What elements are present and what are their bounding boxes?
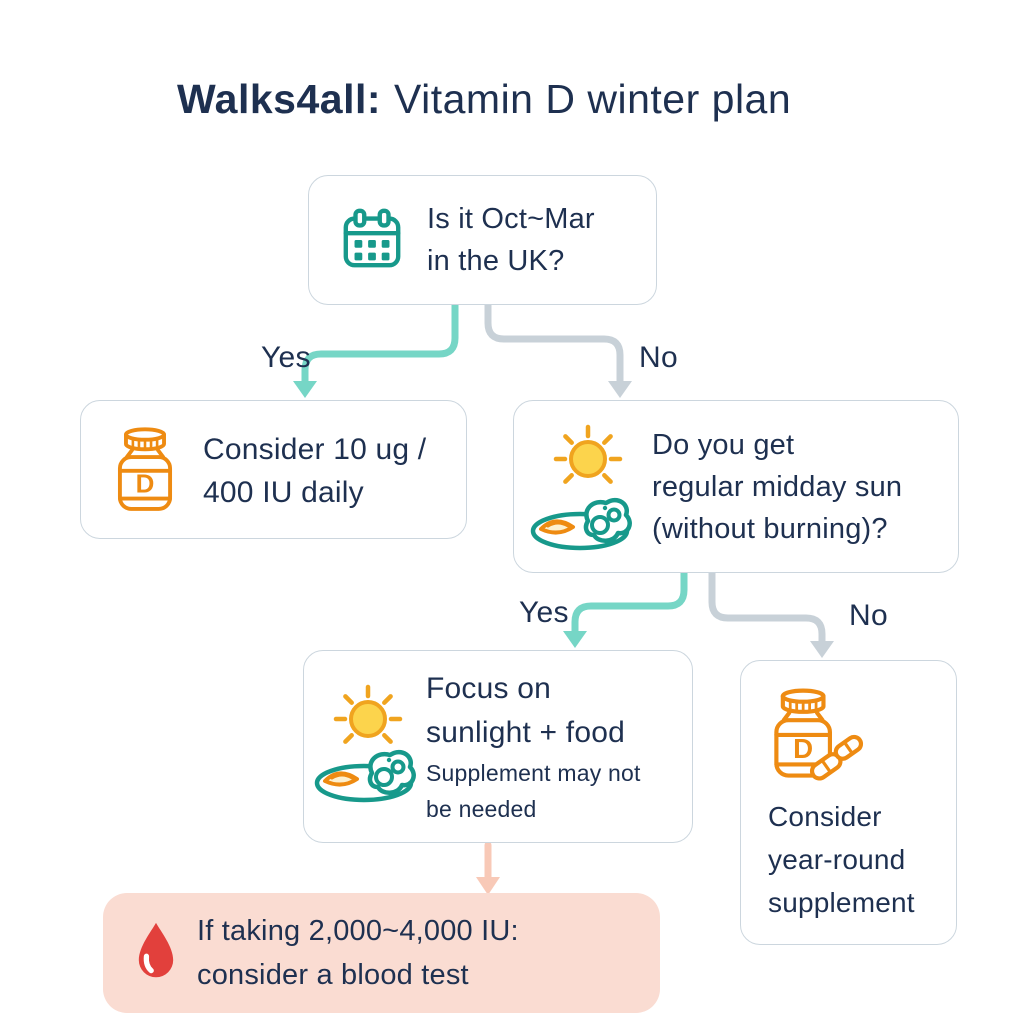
text-line: Is it Oct~Mar (427, 203, 595, 235)
text-line: If taking 2,000~4,000 IU: (197, 915, 519, 947)
vitamin-d-bottle-capsules-icon: D (774, 688, 864, 781)
text-line: (without burning)? (652, 513, 888, 545)
sun-icon (553, 424, 623, 484)
arrow-yes-1 (293, 299, 459, 398)
calendar-icon (343, 208, 401, 268)
branch-label-no-2: No (849, 599, 888, 632)
node-daily-text: Consider 10 ug / 400 IU daily (203, 428, 426, 514)
node-sun-question: Do you get regular midday sun (without b… (513, 400, 959, 573)
branch-label-no-1: No (639, 341, 678, 374)
page-title: Walks4all: Vitamin D winter plan (177, 76, 791, 123)
arrow-blood-test (476, 841, 500, 895)
node-start-question: Is it Oct~Mar in the UK? (308, 175, 657, 305)
branch-label-yes-1: Yes (261, 341, 311, 374)
text-line: Focus on (426, 672, 551, 705)
text-line: in the UK? (427, 245, 565, 277)
text-line: Do you get (652, 429, 795, 461)
svg-text:D: D (793, 733, 813, 764)
svg-text:D: D (136, 470, 155, 498)
text-line: Consider 10 ug / (203, 433, 427, 466)
title-brand: Walks4all: (177, 76, 382, 122)
node-sunq-text: Do you get regular midday sun (without b… (652, 424, 902, 550)
arrow-no-1 (484, 299, 632, 398)
food-plate-icon (530, 497, 632, 551)
node-blood-test-note: If taking 2,000~4,000 IU: consider a blo… (103, 893, 660, 1013)
text-line: year-round (768, 844, 906, 875)
blood-drop-icon (138, 922, 174, 978)
branch-label-yes-2: Yes (519, 596, 569, 629)
text-line: consider a blood test (197, 959, 469, 991)
node-daily-dose: D Consider 10 ug / 400 IU daily (80, 400, 467, 539)
capsule-icon (833, 734, 864, 761)
text-subline: Supplement may not (426, 760, 641, 786)
node-focus-text: Focus on sunlight + food Supplement may … (426, 667, 641, 827)
vitamin-d-bottle-icon: D (117, 427, 173, 511)
node-blood-text: If taking 2,000~4,000 IU: consider a blo… (197, 909, 519, 997)
node-focus-sunlight-food: Focus on sunlight + food Supplement may … (303, 650, 693, 843)
node-year-text: Consider year-round supplement (768, 795, 915, 924)
food-plate-icon (314, 749, 416, 803)
text-line: 400 IU daily (203, 476, 364, 509)
node-year-round-supplement: D Consider year-round supplement (740, 660, 957, 945)
text-line: regular midday sun (652, 471, 903, 503)
arrow-yes-2 (563, 567, 688, 648)
sun-icon (333, 684, 403, 744)
text-subline: be needed (426, 796, 537, 822)
arrow-no-2 (708, 567, 834, 658)
node-start-text: Is it Oct~Mar in the UK? (427, 198, 595, 282)
text-line: Consider (768, 801, 882, 832)
title-rest: Vitamin D winter plan (394, 76, 792, 122)
text-line: sunlight + food (426, 716, 625, 749)
text-line: supplement (768, 887, 915, 918)
